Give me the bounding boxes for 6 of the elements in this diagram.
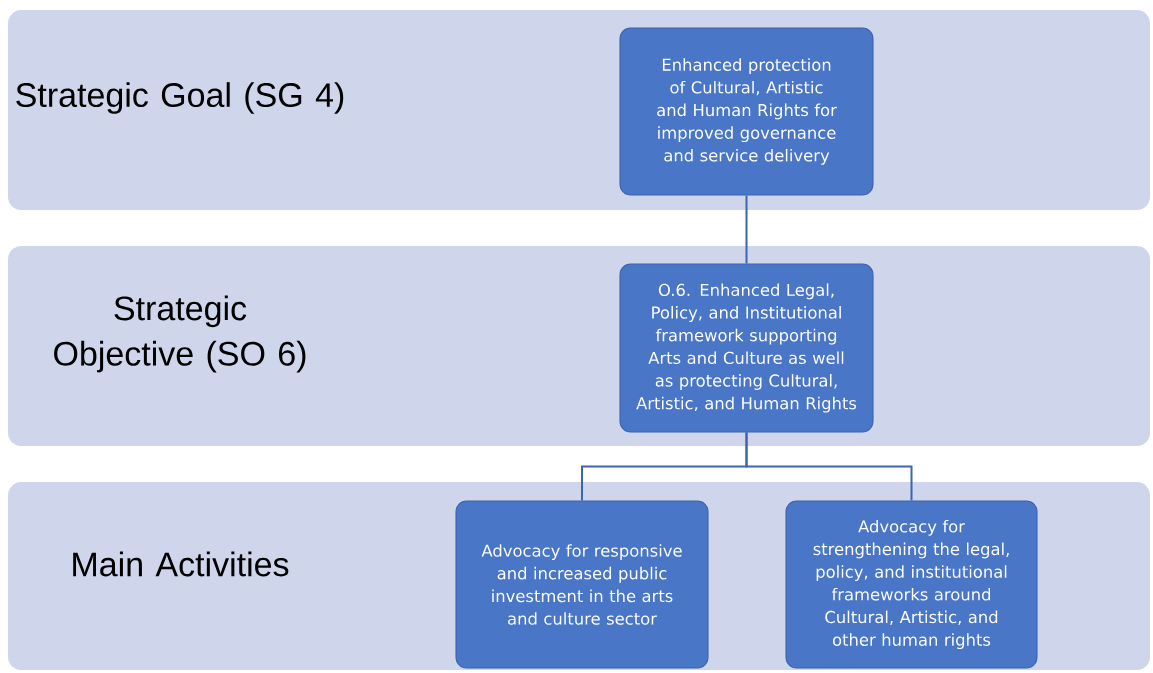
connector-line bbox=[745, 431, 913, 502]
connector-line bbox=[745, 194, 748, 265]
process-box: O.6. Enhanced Legal, Policy, and Institutional framework supporting Arts and Culture as well as protecting Cultural, Artistic, and Human Rights bbox=[619, 263, 874, 433]
process-box: Advocacy for responsive and increased public investment in the arts and culture sector bbox=[455, 500, 709, 669]
process-box: Advocacy for strengthening the legal, policy, and institutional frameworks around Cultural, Artistic, and other human rights bbox=[785, 500, 1038, 669]
process-box: Enhanced protection of Cultural, Artistic and Human Rights for improved governance and service delivery bbox=[619, 27, 874, 196]
